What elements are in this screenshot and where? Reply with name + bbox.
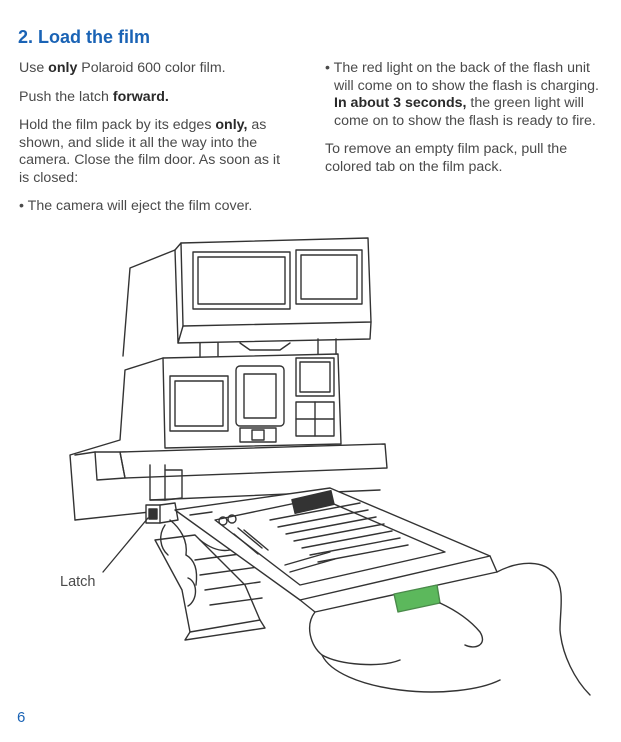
- page-number: 6: [17, 709, 26, 726]
- latch-label: Latch: [60, 574, 96, 590]
- latch-instruction-paragraph: Push the latch forward.: [19, 88, 169, 105]
- film-type-paragraph: Use only Polaroid 600 color film.: [19, 60, 226, 76]
- left-text-column: Use only Polaroid 600 color film. Push t…: [19, 60, 294, 227]
- remove-film-paragraph: To remove an empty film pack, pull the c…: [325, 141, 568, 175]
- right-text-column: • The red light on the back of the flash…: [325, 60, 600, 187]
- bullet-icon: •: [325, 60, 330, 76]
- latch-callout-line: [102, 517, 149, 573]
- camera-body: [69, 353, 388, 521]
- bullet-icon: •: [19, 198, 24, 214]
- section-heading: 2. Load the film: [18, 27, 151, 47]
- flash-charging-bullet: • The red light on the back of the flash…: [325, 60, 599, 129]
- film-pack: [174, 487, 498, 613]
- insert-film-paragraph: Hold the film pack by its edges only, as…: [19, 117, 281, 186]
- flash-unit: [122, 237, 372, 361]
- eject-cover-bullet: • The camera will eject the film cover.: [19, 198, 253, 214]
- hands: [160, 519, 591, 696]
- film-door: [145, 502, 266, 641]
